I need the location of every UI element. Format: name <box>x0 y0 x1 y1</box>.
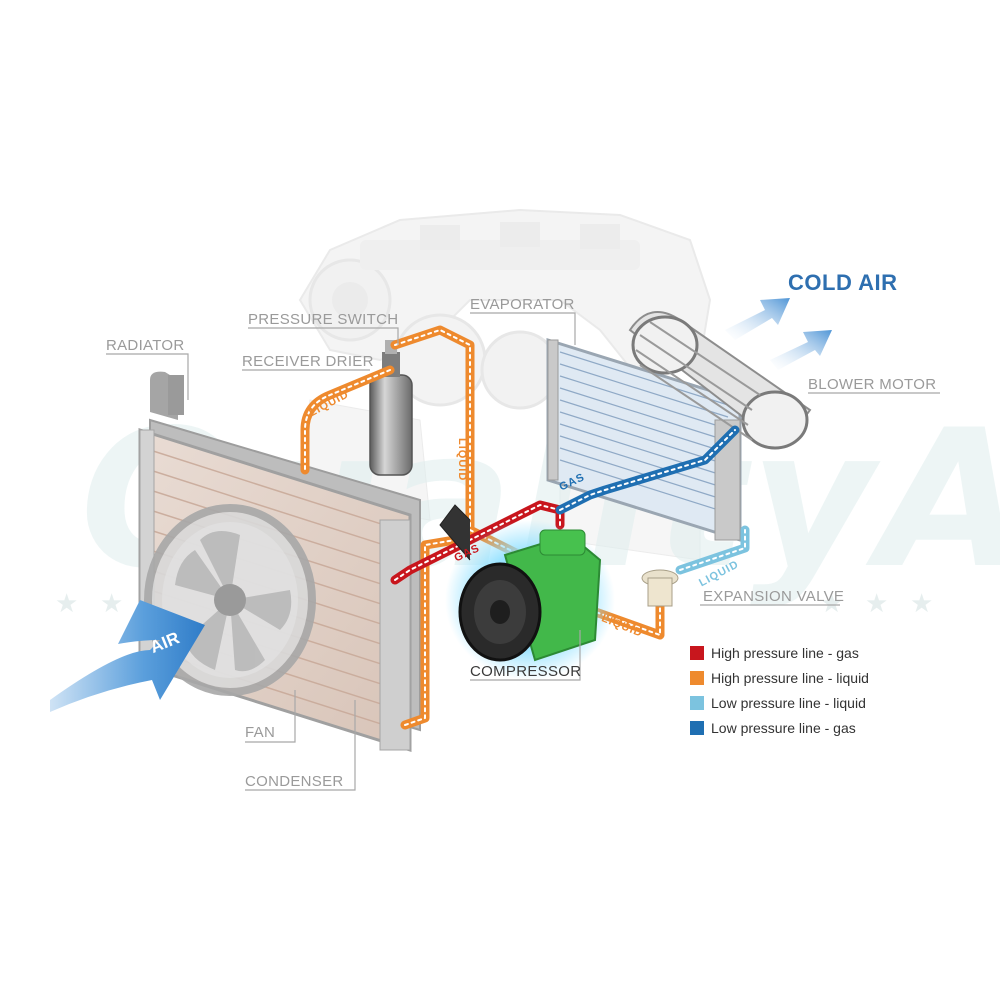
radiator-label: RADIATOR <box>106 337 185 354</box>
legend-item: Low pressure line - gas <box>690 715 869 740</box>
svg-text:★: ★ <box>865 589 888 619</box>
svg-text:★: ★ <box>55 589 78 619</box>
air-arrow <box>50 600 205 712</box>
flow-label-liquid: LIQUID <box>456 438 468 482</box>
legend-label: High pressure line - gas <box>711 644 859 661</box>
blower-motor <box>628 311 812 450</box>
legend-swatch <box>690 695 704 710</box>
legend: High pressure line - gas High pressure l… <box>690 640 869 740</box>
fan <box>144 504 316 696</box>
svg-text:★: ★ <box>820 589 843 619</box>
fan-label: FAN <box>245 724 276 741</box>
blower-motor-label: BLOWER MOTOR <box>808 376 937 393</box>
pressure-switch-label: PRESSURE SWITCH <box>248 311 399 328</box>
svg-text:★: ★ <box>100 589 123 619</box>
legend-label: Low pressure line - liquid <box>711 694 866 711</box>
legend-swatch <box>690 670 704 685</box>
expansion-valve-label: EXPANSION VALVE <box>703 588 845 605</box>
legend-item: High pressure line - liquid <box>690 665 869 690</box>
legend-item: High pressure line - gas <box>690 640 869 665</box>
legend-label: Low pressure line - gas <box>711 719 856 736</box>
legend-item: Low pressure line - liquid <box>690 690 869 715</box>
refrigerant-lines <box>300 325 750 730</box>
compressor <box>439 504 615 680</box>
expansion-valve <box>641 569 679 607</box>
evaporator-label: EVAPORATOR <box>470 296 575 313</box>
condenser-label: CONDENSER <box>245 773 344 790</box>
legend-swatch <box>690 720 704 735</box>
receiver-drier-label: RECEIVER DRIER <box>242 353 374 370</box>
leader-lines <box>106 312 940 791</box>
cold-air-title: COLD AIR <box>788 270 898 295</box>
svg-text:★: ★ <box>910 589 933 619</box>
cold-air-arrows <box>725 298 832 370</box>
legend-label: High pressure line - liquid <box>711 669 869 686</box>
legend-swatch <box>690 645 704 660</box>
compressor-label: COMPRESSOR <box>470 663 582 680</box>
